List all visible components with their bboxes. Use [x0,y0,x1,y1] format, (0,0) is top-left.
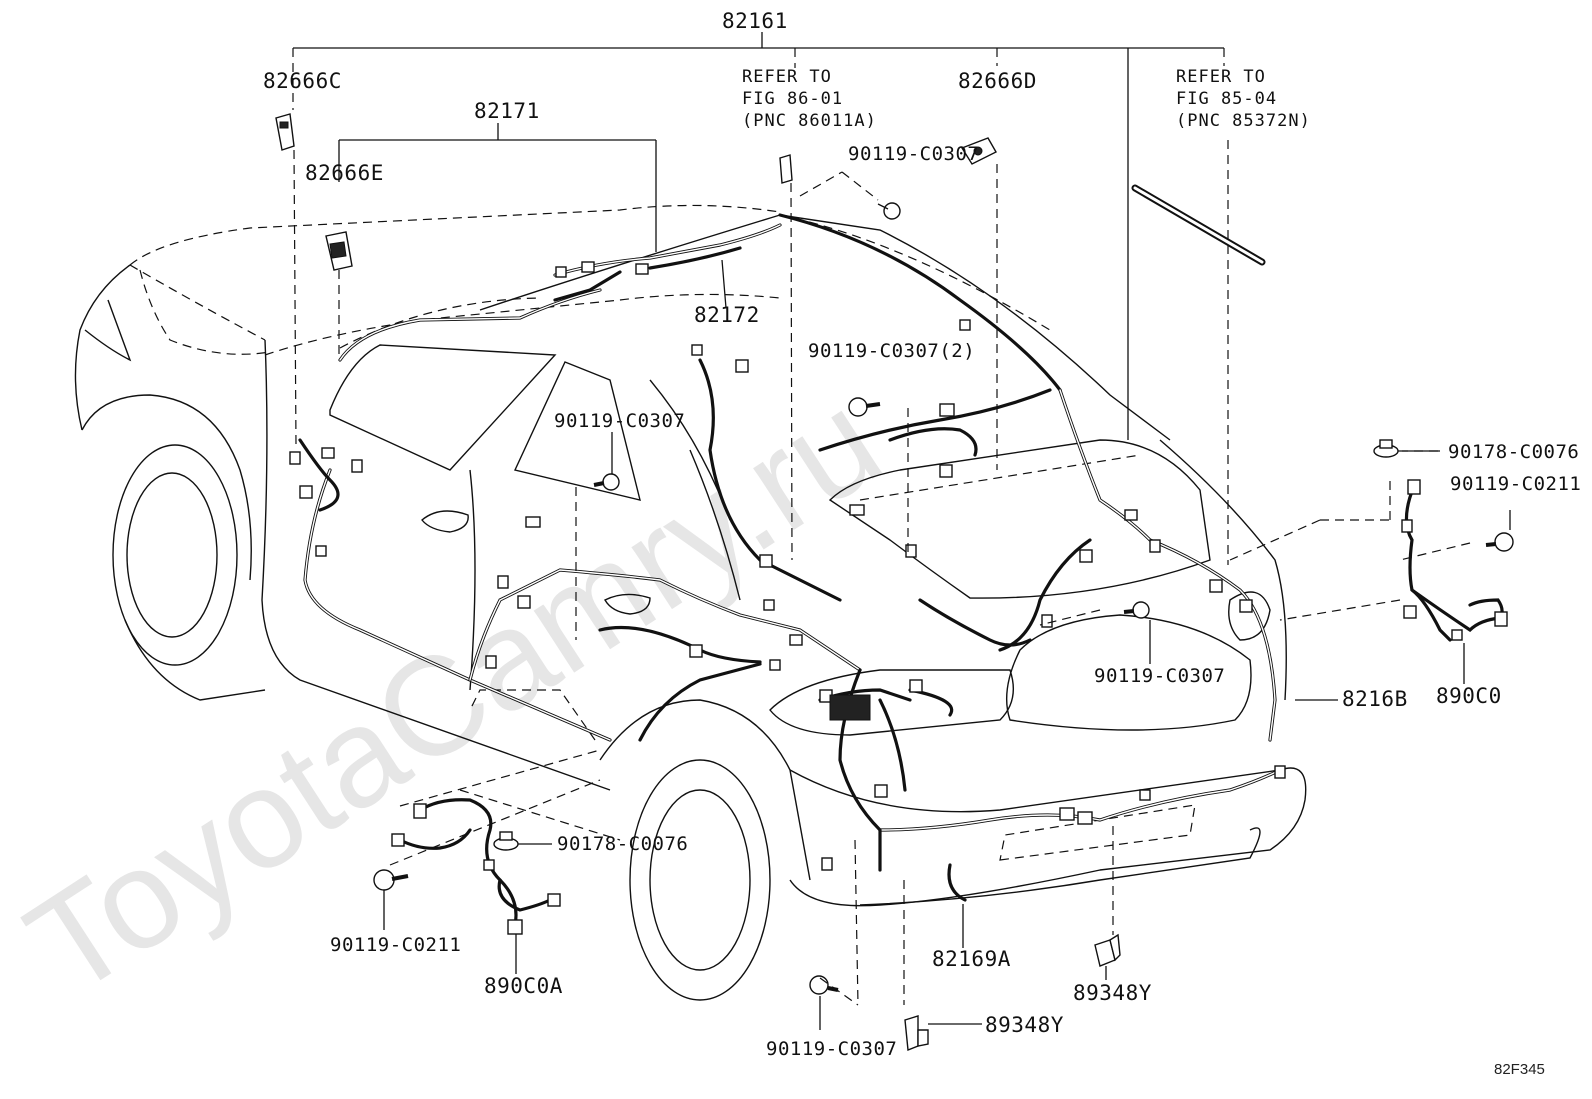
sensor-harness-890C0A [391,798,561,935]
harness-roof-82172 [553,223,782,302]
bolt-90119-C0307-top [877,202,901,220]
label-890C0: 890C0 [1436,684,1502,708]
refer-left-line1: REFER TO [742,67,832,87]
label-bolt-top: 90119-C0307 [848,143,979,165]
nut-90178-C0076-left [493,831,519,851]
label-890C0A: 890C0A [484,974,563,998]
label-bolt-0211-left: 90119-C0211 [330,934,461,956]
leader-lines [292,32,1511,1030]
refer-left-line2: FIG 86-01 [742,89,843,109]
label-bolt-0211-right: 90119-C0211 [1450,473,1581,495]
part-labels: 82161 82171 82172 82666C 82666E 82666D 8… [263,9,1581,1060]
refer-right-line3: (PNC 85372N) [1176,111,1311,131]
harness-main-82161 [298,288,882,832]
harness-roof-rail [778,213,1062,457]
bolt-90119-C0211-left [373,869,409,891]
label-82171: 82171 [474,99,540,123]
bolt-90119-C0211-right [1485,532,1514,552]
label-nut-0076-right: 90178-C0076 [1448,441,1579,463]
label-82666E: 82666E [305,161,384,185]
refer-note-right: REFER TO FIG 85-04 (PNC 85372N) [1176,67,1311,131]
label-nut-0076-left: 90178-C0076 [557,833,688,855]
harness-rear-82169A [878,768,1282,902]
label-8216B: 8216B [1342,687,1408,711]
label-bolt-0307-2: 90119-C0307(2) [808,340,975,362]
figure-code: 82F345 [1494,1061,1545,1078]
label-bolt-right: 90119-C0307 [1094,665,1225,687]
antenna-rod-85372N [1131,184,1266,266]
clip-82666D [960,137,997,165]
refer-note-left: REFER TO FIG 86-01 (PNC 86011A) [742,67,877,131]
label-89348Y-bottom: 89348Y [985,1013,1064,1037]
label-82666D: 82666D [958,69,1037,93]
nut-90178-C0076-right [1373,439,1399,458]
bracket-89348Y-bottom [904,1015,929,1051]
bracket-89348Y-right [1094,933,1121,967]
label-82169A: 82169A [932,947,1011,971]
sensor-harness-890C0 [1401,479,1508,642]
refer-right-line1: REFER TO [1176,67,1266,87]
bolt-90119-C0307-bottom [809,975,839,995]
refer-left-line3: (PNC 86011A) [742,111,877,131]
label-bolt-left: 90119-C0307 [554,410,685,432]
label-bolt-bottom: 90119-C0307 [766,1038,897,1060]
label-82172: 82172 [694,303,760,327]
label-82666C: 82666C [263,69,342,93]
clip-82666C [275,113,295,151]
refer-right-line2: FIG 85-04 [1176,89,1277,109]
connectors [289,261,1286,871]
bolt-90119-C0307-left [593,473,620,491]
bolt-90119-C0307-right [1123,601,1150,619]
bolt-90119-C0307-2 [848,397,881,417]
label-89348Y-right: 89348Y [1073,981,1152,1005]
watermark: ToyotaCamry.ru [1,361,906,1025]
grommet-86011A [779,154,793,184]
label-82161: 82161 [722,9,788,33]
clip-82666E [325,231,353,271]
